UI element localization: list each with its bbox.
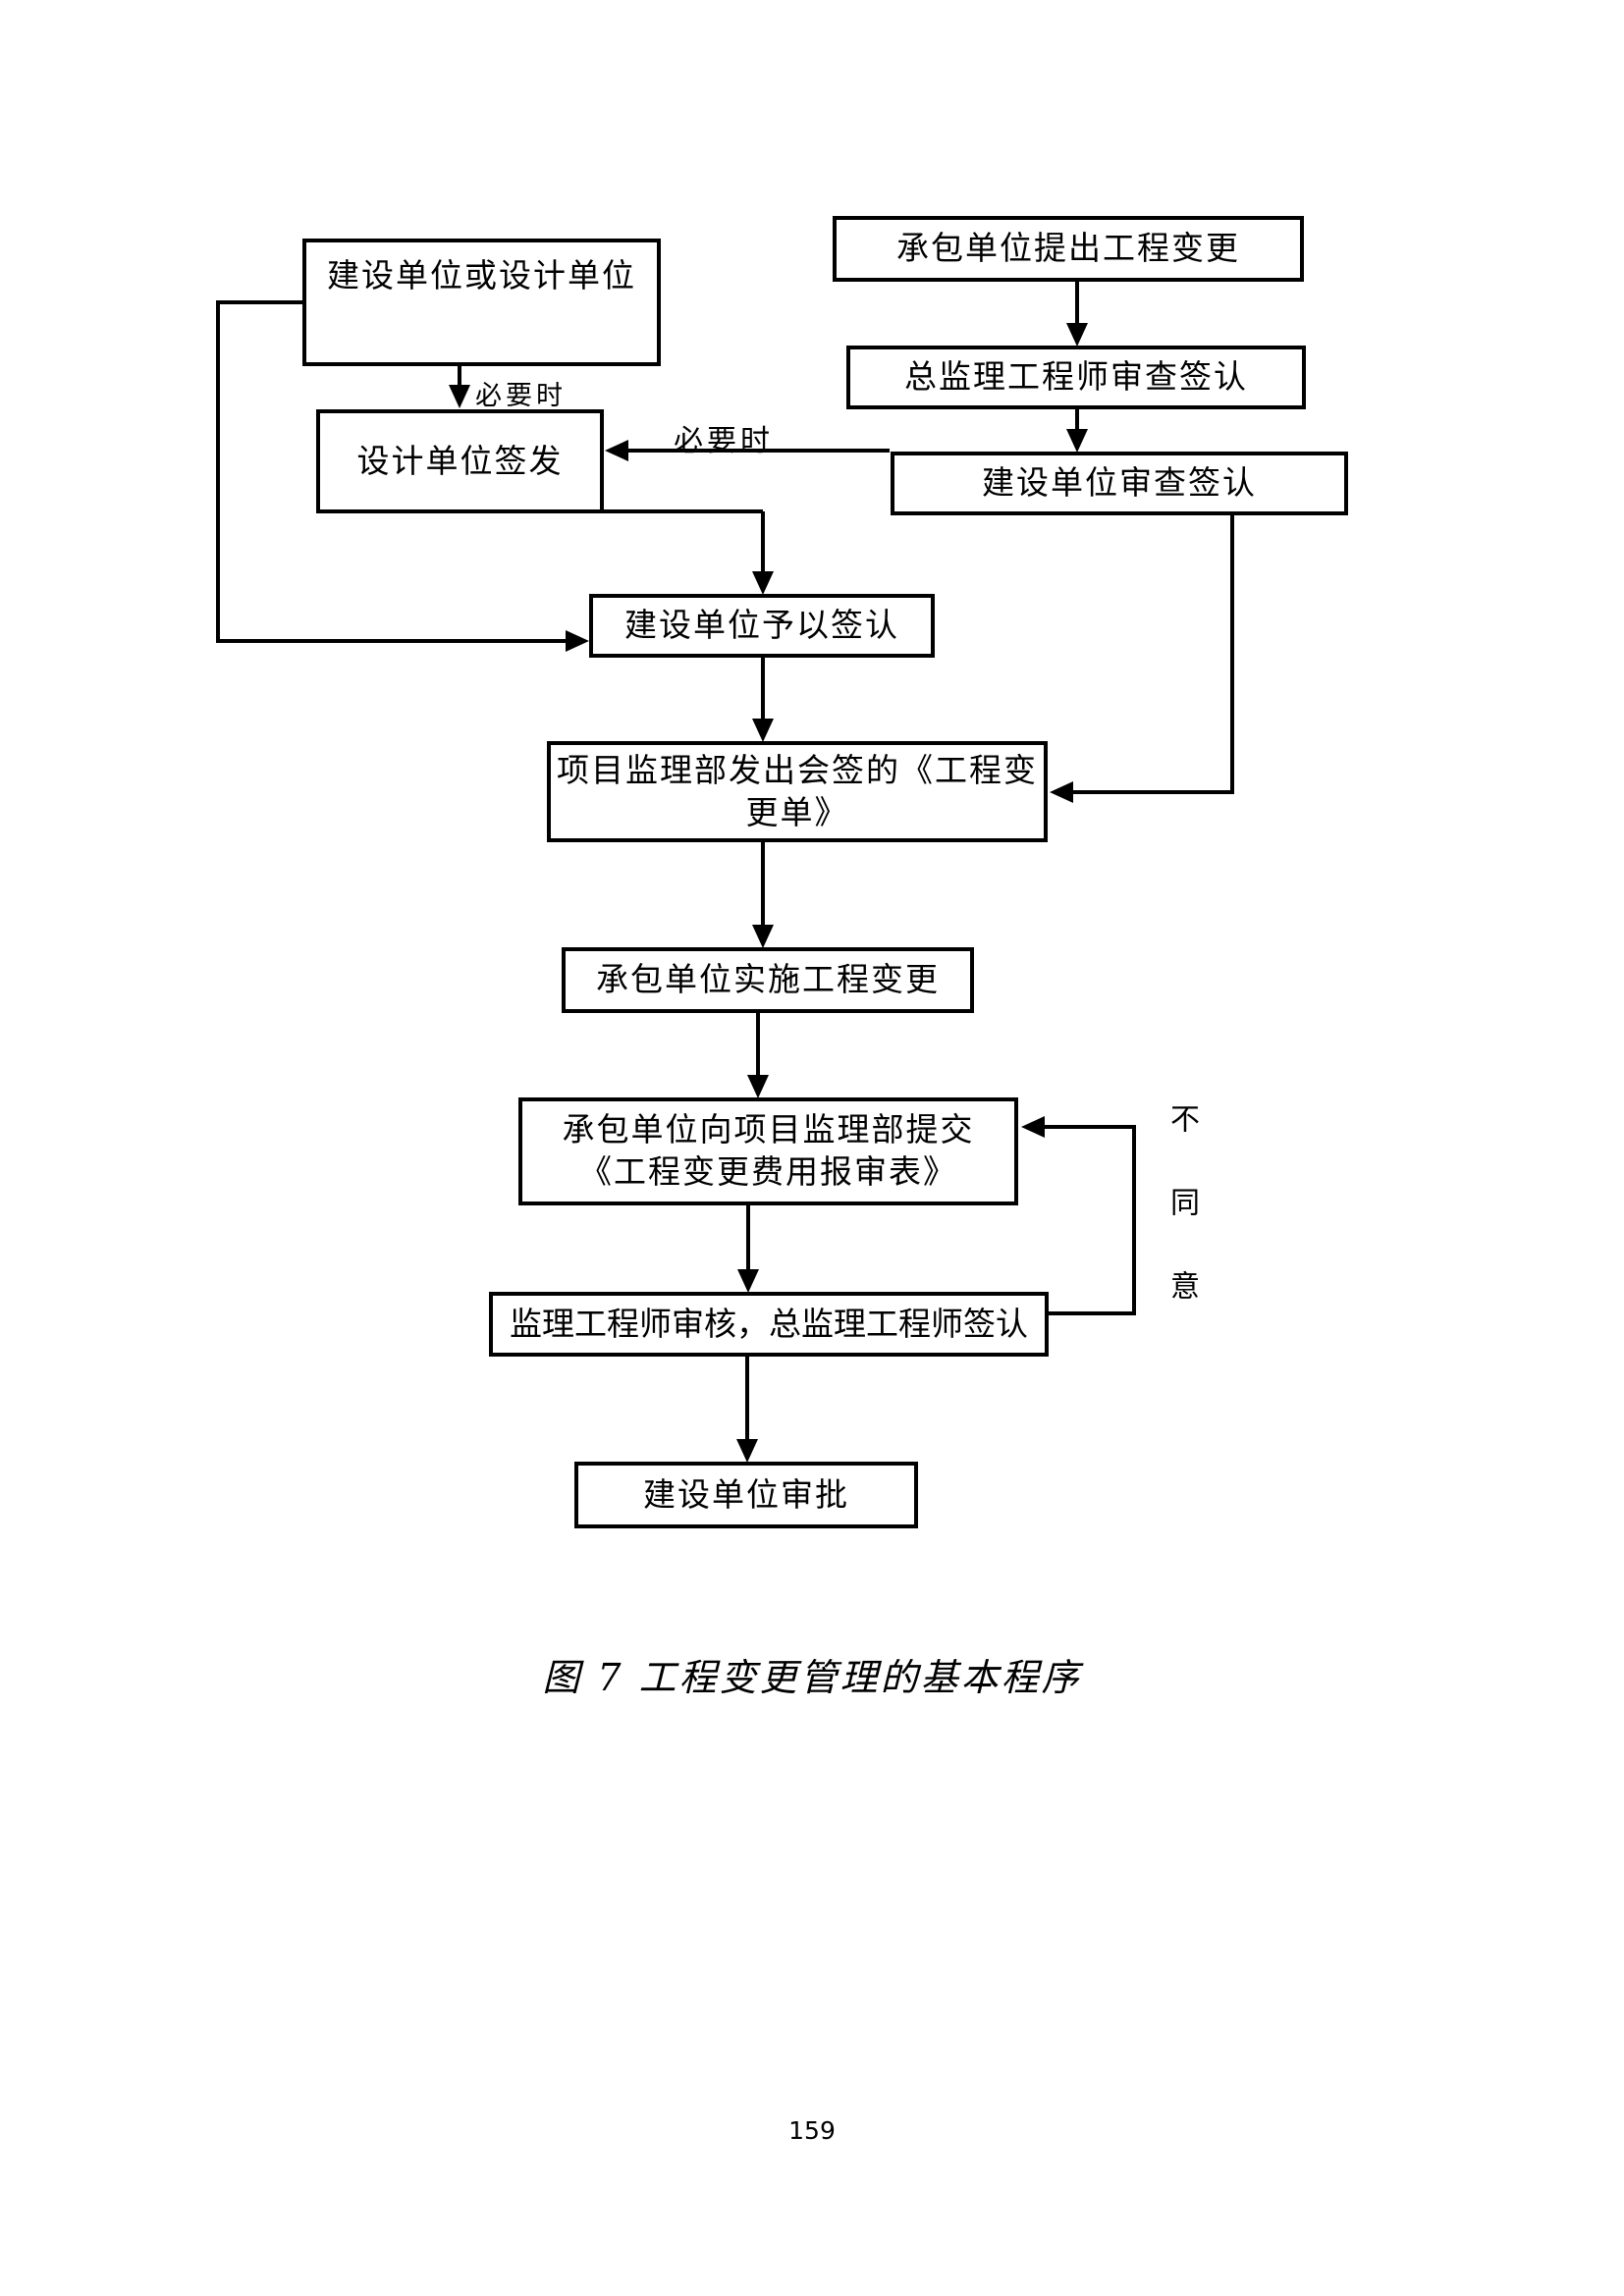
box-label-line: 项目监理部发出会签的《工程变: [557, 750, 1038, 789]
arrowhead-c-to-d: [1066, 323, 1088, 347]
page-number: 159: [788, 2116, 836, 2145]
box-label-line: 《工程变更费用报审表》: [579, 1152, 957, 1191]
label-disagree: 不同意: [1164, 1103, 1199, 1354]
flow-box-owner-review-sign: 建设单位审查签认: [891, 452, 1348, 515]
arrowhead-loop-to-g: [566, 630, 589, 652]
flow-box-supervision-dept-issues-order: 项目监理部发出会签的《工程变 更单》: [547, 741, 1048, 842]
flow-box-contractor-submits-cost-form: 承包单位向项目监理部提交 《工程变更费用报审表》: [518, 1097, 1018, 1205]
arrowhead-e-to-b: [605, 440, 628, 461]
flow-box-design-unit-issues: 设计单位签发: [316, 409, 604, 513]
arrowhead-j-to-k: [736, 1439, 758, 1463]
figure-caption: 图 7 工程变更管理的基本程序: [542, 1656, 1082, 1699]
arrowhead-d-to-e: [1066, 429, 1088, 453]
arrowhead-i-to-j: [737, 1269, 759, 1293]
flow-box-owner-approval: 建设单位审批: [574, 1462, 918, 1528]
arrowhead-a-to-b: [449, 385, 470, 408]
arrowhead-e-to-f: [1050, 781, 1073, 803]
flow-box-construction-or-design-unit: 建设单位或设计单位: [302, 239, 661, 366]
label-when-necessary-mid: 必要时: [674, 424, 774, 458]
label-when-necessary-top: 必要时: [475, 381, 567, 411]
box-label-line: 承包单位向项目监理部提交: [562, 1110, 975, 1149]
connector-e-to-f: [1072, 515, 1234, 794]
connector-a-loop-to-g: [216, 300, 577, 643]
flow-box-owner-grants-signature: 建设单位予以签认: [589, 594, 935, 658]
flow-box-chief-engineer-review-sign: 总监理工程师审查签认: [846, 346, 1306, 409]
arrowhead-disagree-loop: [1021, 1116, 1045, 1138]
arrowhead-f-to-h: [752, 925, 774, 948]
arrowhead-h-to-i: [747, 1075, 769, 1098]
arrowhead-g-to-f: [752, 719, 774, 742]
flow-box-contractor-proposes-change: 承包单位提出工程变更: [833, 216, 1304, 282]
flow-box-contractor-implements-change: 承包单位实施工程变更: [562, 947, 974, 1013]
connector-disagree-loop: [1045, 1125, 1136, 1315]
arrowhead-b-to-g: [752, 571, 774, 595]
flow-box-engineer-reviews-chief-signs: 监理工程师审核，总监理工程师签认: [489, 1292, 1049, 1357]
box-label-line: 更单》: [745, 792, 849, 831]
